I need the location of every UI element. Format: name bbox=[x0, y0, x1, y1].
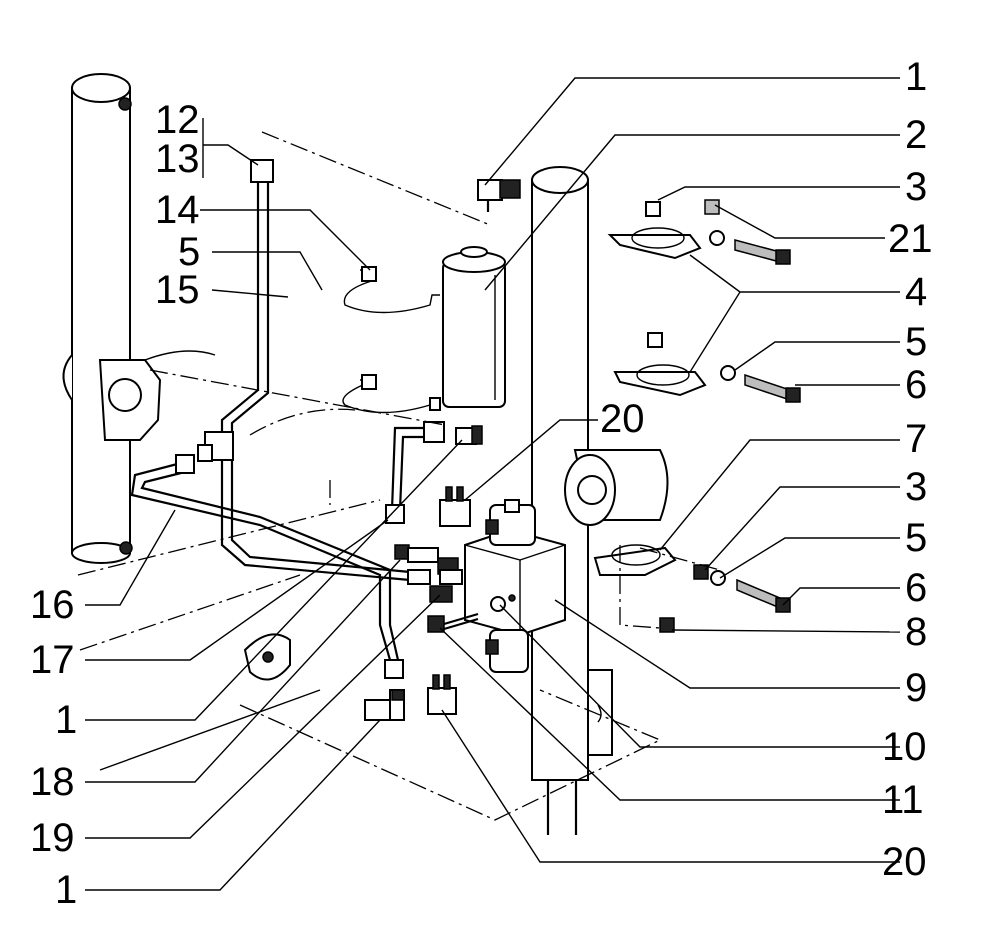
label-3-mid: 3 bbox=[905, 465, 927, 509]
connectors bbox=[427, 486, 471, 715]
label-20-top: 20 bbox=[600, 397, 645, 441]
label-1-top: 1 bbox=[905, 55, 927, 99]
label-14: 14 bbox=[155, 188, 200, 232]
label-7: 7 bbox=[905, 417, 927, 461]
callout-labels: 1 2 3 21 4 5 6 20 7 3 5 6 8 9 10 11 20 1… bbox=[30, 55, 933, 912]
valve-block bbox=[427, 499, 566, 673]
fixing-plate bbox=[243, 633, 291, 681]
label-6-top: 6 bbox=[905, 363, 927, 407]
label-21: 21 bbox=[888, 217, 933, 261]
accumulator bbox=[442, 246, 506, 408]
label-5-right: 5 bbox=[905, 320, 927, 364]
label-2: 2 bbox=[905, 113, 927, 157]
centre-lines bbox=[77, 131, 721, 821]
label-6-mid: 6 bbox=[905, 566, 927, 610]
clamp-assemblies bbox=[593, 199, 801, 633]
label-19: 19 bbox=[30, 816, 75, 860]
label-20-bottom: 20 bbox=[882, 840, 927, 884]
label-5-mid: 5 bbox=[905, 516, 927, 560]
fittings bbox=[364, 179, 521, 721]
label-13: 13 bbox=[155, 137, 200, 181]
label-16: 16 bbox=[30, 583, 75, 627]
label-3-top: 3 bbox=[905, 165, 927, 209]
label-5-left: 5 bbox=[178, 230, 200, 274]
label-17: 17 bbox=[30, 638, 75, 682]
left-cylinder bbox=[62, 73, 216, 564]
label-4: 4 bbox=[905, 270, 927, 314]
label-11: 11 bbox=[882, 778, 924, 822]
leader-lines bbox=[85, 77, 901, 891]
label-15: 15 bbox=[155, 268, 200, 312]
label-12: 12 bbox=[155, 98, 200, 142]
label-8: 8 bbox=[905, 610, 927, 654]
pivot-lug bbox=[564, 449, 669, 526]
label-18: 18 bbox=[30, 760, 75, 804]
label-1-bottom: 1 bbox=[55, 868, 77, 912]
accumulator-clamps bbox=[342, 266, 441, 414]
label-9: 9 bbox=[905, 666, 927, 710]
hydraulic-pipes bbox=[130, 159, 445, 679]
label-10: 10 bbox=[882, 725, 927, 769]
label-1-left: 1 bbox=[55, 698, 77, 742]
